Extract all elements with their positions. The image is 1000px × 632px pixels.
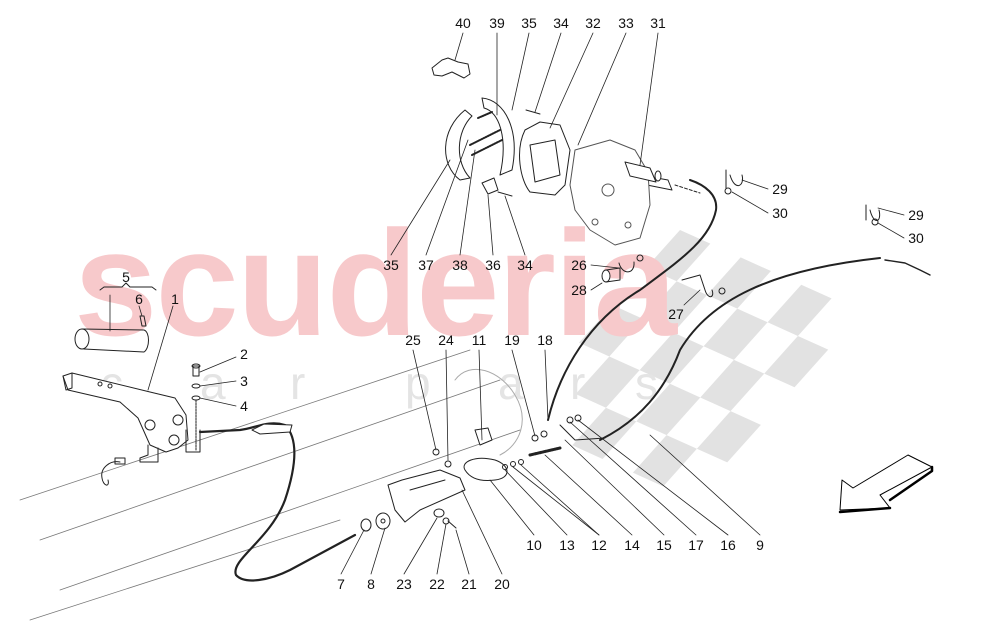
leader-lines <box>109 32 905 575</box>
backing-plate <box>519 121 571 196</box>
callout-27[interactable]: 27 <box>668 306 684 322</box>
callout-19[interactable]: 19 <box>504 332 520 348</box>
callout-36[interactable]: 36 <box>485 257 501 273</box>
callout-32[interactable]: 32 <box>585 15 601 31</box>
callout-20[interactable]: 20 <box>494 576 510 592</box>
brake-disc-outline <box>454 368 523 456</box>
callout-9[interactable]: 9 <box>756 537 764 553</box>
callout-28[interactable]: 28 <box>571 282 587 298</box>
callout-21[interactable]: 21 <box>461 576 477 592</box>
clips-29-30 <box>724 169 881 226</box>
caliper-knuckle <box>569 139 651 246</box>
callout-12[interactable]: 12 <box>591 537 607 553</box>
bolts-34 <box>481 109 541 197</box>
front-direction-arrow <box>838 454 934 514</box>
callout-39[interactable]: 39 <box>489 15 505 31</box>
callout-6[interactable]: 6 <box>135 291 143 307</box>
callout-3[interactable]: 3 <box>240 373 248 389</box>
rear-cable-right <box>599 257 931 441</box>
floor-guide-lines <box>19 349 521 621</box>
callout-31[interactable]: 31 <box>650 15 666 31</box>
callout-14[interactable]: 14 <box>624 537 640 553</box>
callout-38[interactable]: 38 <box>452 257 468 273</box>
bolt-washer-set <box>191 363 201 451</box>
clips-26-28-27 <box>601 254 726 298</box>
callout-8[interactable]: 8 <box>367 576 375 592</box>
washers-7-8 <box>360 512 391 532</box>
callout-22[interactable]: 22 <box>429 576 445 592</box>
callout-29[interactable]: 29 <box>772 181 788 197</box>
callout-33[interactable]: 33 <box>618 15 634 31</box>
callout-35[interactable]: 35 <box>521 15 537 31</box>
callout-11[interactable]: 11 <box>471 332 487 348</box>
callout-10[interactable]: 10 <box>526 537 542 553</box>
brake-shoes <box>445 97 515 181</box>
callout-30[interactable]: 30 <box>772 205 788 221</box>
callout-34[interactable]: 34 <box>553 15 569 31</box>
callout-35[interactable]: 35 <box>383 257 399 273</box>
cable-end-31 <box>624 161 662 183</box>
callout-17[interactable]: 17 <box>688 537 704 553</box>
callout-25[interactable]: 25 <box>405 332 421 348</box>
callout-34[interactable]: 34 <box>517 257 533 273</box>
callout-4[interactable]: 4 <box>240 398 248 414</box>
callout-13[interactable]: 13 <box>559 537 575 553</box>
callout-29[interactable]: 29 <box>908 207 924 223</box>
callout-7[interactable]: 7 <box>337 576 345 592</box>
callout-18[interactable]: 18 <box>537 332 553 348</box>
callout-30[interactable]: 30 <box>908 230 924 246</box>
lever-40 <box>431 57 471 79</box>
bracket-20 <box>387 469 466 529</box>
handbrake-lever <box>62 372 201 486</box>
callout-26[interactable]: 26 <box>571 257 587 273</box>
callout-1[interactable]: 1 <box>171 291 179 307</box>
callout-5[interactable]: 5 <box>122 269 130 285</box>
handbrake-grip <box>74 282 157 353</box>
callout-23[interactable]: 23 <box>396 576 412 592</box>
callout-2[interactable]: 2 <box>240 346 248 362</box>
front-cable <box>198 422 357 582</box>
callout-15[interactable]: 15 <box>656 537 672 553</box>
callout-16[interactable]: 16 <box>720 537 736 553</box>
callout-24[interactable]: 24 <box>438 332 454 348</box>
equalizer-assembly <box>432 414 606 481</box>
callout-37[interactable]: 37 <box>418 257 434 273</box>
callout-40[interactable]: 40 <box>455 15 471 31</box>
